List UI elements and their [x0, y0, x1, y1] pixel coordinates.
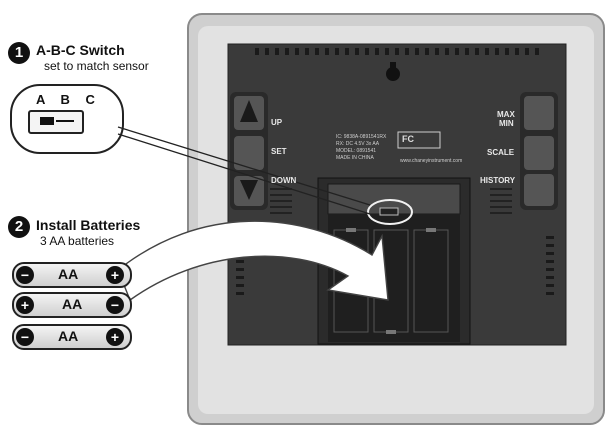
max-button-label: MAX [497, 110, 515, 119]
battery-3-label: AA [58, 328, 79, 344]
device-fine-print-2: RX: DC 4.5V 3x AA [336, 141, 380, 147]
step-2-subtitle: 3 AA batteries [40, 234, 115, 248]
battery-2-negative-terminal-icon: − [106, 296, 124, 314]
battery-1-negative-terminal-icon: − [16, 266, 34, 284]
battery-1-positive-terminal-icon: + [106, 266, 124, 284]
battery-3-negative-terminal-icon: − [16, 328, 34, 346]
device-url: www.chaneyinstrument.com [400, 158, 463, 164]
abc-switch-track [56, 120, 74, 122]
fcc-mark: FC [402, 134, 414, 144]
step-2-title: Install Batteries [36, 217, 141, 233]
up-button-label: UP [271, 118, 283, 127]
device-fine-print-3: MODEL: 0891541 [336, 148, 377, 154]
step-1-number: 1 [8, 42, 30, 64]
abc-switch-knob[interactable] [40, 117, 54, 125]
history-button-label: HISTORY [480, 176, 516, 185]
step-1-subtitle: set to match sensor [44, 59, 149, 73]
device-fine-print-4: MADE IN CHINA [336, 155, 374, 161]
set-button-label: SET [271, 147, 287, 156]
abc-switch-letters: A B C [36, 92, 101, 107]
battery-3-positive-terminal-icon: + [106, 328, 124, 346]
device-fine-print-1: IC: 9838A-0891541RX [336, 134, 387, 140]
battery-2-label: AA [62, 296, 83, 312]
battery-1-label: AA [58, 266, 79, 282]
scale-button-label: SCALE [487, 148, 515, 157]
step-1-title: A-B-C Switch [36, 42, 125, 58]
abc-switch[interactable] [28, 110, 84, 134]
battery-2-positive-terminal-icon: + [16, 296, 34, 314]
min-button-label: MIN [499, 119, 514, 128]
down-button-label: DOWN [271, 176, 297, 185]
step-2-number: 2 [8, 216, 30, 238]
